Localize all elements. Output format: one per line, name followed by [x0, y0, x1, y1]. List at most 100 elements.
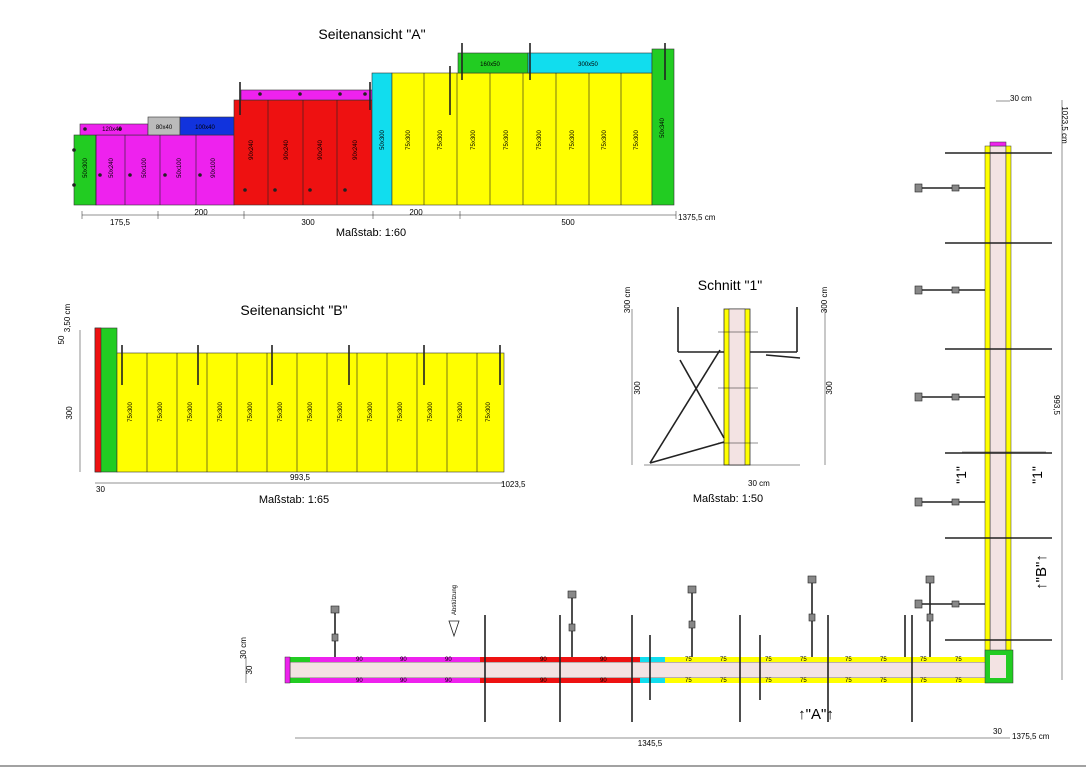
- whaler-rods-b: [121, 345, 501, 385]
- svg-text:90x240: 90x240: [318, 139, 324, 159]
- panel-red-b: [94, 327, 102, 473]
- svg-text:75: 75: [920, 678, 927, 684]
- dim-b-bottom-1: 30: [96, 485, 105, 494]
- svg-text:75: 75: [920, 657, 927, 663]
- svg-text:50x340: 50x340: [660, 117, 666, 137]
- plan-segment-labels: 90 90 90 90 90 75 75 75 75 75 75 75 75 90 90 90…: [356, 657, 962, 684]
- dim-a-5: 500: [561, 218, 575, 227]
- svg-text:75x300: 75x300: [428, 401, 434, 421]
- label-cyan-top: 300x50: [578, 62, 598, 68]
- label-grey: 80x40: [156, 125, 173, 131]
- svg-text:75x300: 75x300: [458, 401, 464, 421]
- wall-bottom-mag-top: [310, 657, 480, 662]
- dim-b-left-2: 3,50 cm: [63, 303, 72, 332]
- plan-dim-bottom-30: 30: [993, 727, 1002, 736]
- svg-text:75: 75: [720, 657, 727, 663]
- cut-marker-left: "1": [953, 466, 969, 484]
- section-dim-right: 300 cm: [820, 287, 829, 314]
- svg-text:75: 75: [720, 678, 727, 684]
- svg-text:90: 90: [356, 657, 363, 663]
- svg-text:75: 75: [685, 678, 692, 684]
- section-scale: Maßstab: 1:50: [693, 493, 763, 505]
- vertical-panel-labels: 50x300 50x240 50x100 50x100 90x100 90x24…: [83, 117, 666, 177]
- plan-dim-bottom-trunc: 1345,5: [638, 739, 663, 748]
- svg-text:90: 90: [400, 657, 407, 663]
- section-props: [649, 307, 801, 464]
- svg-text:75: 75: [765, 657, 772, 663]
- svg-text:75x300: 75x300: [158, 401, 164, 421]
- abstuetzung-marker: [448, 620, 460, 638]
- wall-right-cap: [989, 141, 1007, 147]
- svg-text:75: 75: [955, 678, 962, 684]
- svg-text:75: 75: [765, 678, 772, 684]
- svg-text:75: 75: [845, 678, 852, 684]
- svg-text:75x300: 75x300: [537, 129, 543, 149]
- bottom-prop-heads: [330, 575, 935, 642]
- panel-labels-b: 75x300 75x300 75x300 75x300 75x300 75x30…: [128, 401, 492, 421]
- panel-magenta: [95, 134, 235, 206]
- svg-text:90x240: 90x240: [249, 139, 255, 159]
- wall-bottom-cyan-top: [640, 657, 665, 662]
- svg-text:50x300: 50x300: [380, 129, 386, 149]
- dim-ticks: [81, 211, 677, 219]
- svg-text:75x300: 75x300: [438, 129, 444, 149]
- svg-text:75: 75: [800, 678, 807, 684]
- dim-b-left-1: 50: [57, 335, 66, 344]
- wall-bottom-cyan-bot: [640, 678, 665, 683]
- plan-dim-bottom-total: 1375,5 cm: [1012, 732, 1050, 741]
- wall-corner-core: [990, 655, 1006, 678]
- wall-bottom-yel-bot: [665, 678, 985, 683]
- svg-text:90x240: 90x240: [284, 139, 290, 159]
- section-dim-mid-right: 300: [825, 381, 834, 395]
- plan-dim-right-mid: 993,5: [1052, 395, 1061, 416]
- wall-bottom-green-l2: [285, 678, 310, 683]
- svg-text:75x300: 75x300: [368, 401, 374, 421]
- wall-bottom-green-l: [285, 657, 310, 662]
- cut-marker-right: "1": [1029, 466, 1045, 484]
- svg-text:75: 75: [800, 657, 807, 663]
- svg-text:90: 90: [600, 657, 607, 663]
- svg-text:50x240: 50x240: [109, 157, 115, 177]
- svg-text:75x300: 75x300: [308, 401, 314, 421]
- plan-dim-left-30cm: 30 cm: [239, 637, 248, 659]
- wall-bottom-mag-bot: [310, 678, 480, 683]
- wall-right-core: [989, 145, 1007, 663]
- svg-text:75x300: 75x300: [398, 401, 404, 421]
- svg-text:75x300: 75x300: [570, 129, 576, 149]
- wall-right-form-right: [1005, 145, 1012, 663]
- svg-text:75x300: 75x300: [218, 401, 224, 421]
- side-view-a-scale: Maßstab: 1:60: [336, 227, 406, 239]
- svg-text:90: 90: [445, 657, 452, 663]
- wall-left-end: [284, 656, 291, 684]
- svg-text:75x300: 75x300: [248, 401, 254, 421]
- tie-rods: [72, 92, 367, 192]
- svg-text:75: 75: [880, 657, 887, 663]
- right-prop-heads: [914, 183, 960, 609]
- section-1: Schnitt "1" 300 cm 300 cm 300 300 30 cm …: [623, 277, 834, 505]
- dim-a-3: 300: [301, 218, 315, 227]
- label-green-top: 160x50: [480, 62, 500, 68]
- dim-b-bottom-2: 993,5: [290, 473, 311, 482]
- svg-text:75x300: 75x300: [406, 129, 412, 149]
- panel-dividers: [95, 73, 622, 205]
- svg-text:90: 90: [356, 678, 363, 684]
- view-marker-b: ↑"B"↑: [1033, 554, 1050, 590]
- label-magenta-top: 120x40: [102, 127, 122, 133]
- svg-text:90: 90: [540, 678, 547, 684]
- svg-text:75x300: 75x300: [504, 129, 510, 149]
- section-dim-bottom: 30 cm: [748, 479, 770, 488]
- panel-dividers-b: [146, 353, 478, 472]
- side-view-b-title: Seitenansicht "B": [240, 302, 347, 318]
- plan-dim-right-top: 30 cm: [1010, 94, 1032, 103]
- side-view-b-scale: Maßstab: 1:65: [259, 494, 329, 506]
- abstuetzung-label: Abstützung: [452, 585, 458, 615]
- dim-a-4: 200: [409, 208, 423, 217]
- svg-text:90: 90: [400, 678, 407, 684]
- dim-b-bottom-3: 1023,5: [501, 480, 526, 489]
- svg-text:75x300: 75x300: [128, 401, 134, 421]
- side-view-a: Seitenansicht "A": [72, 26, 716, 239]
- svg-text:75: 75: [685, 657, 692, 663]
- svg-text:90: 90: [445, 678, 452, 684]
- column-core: [728, 308, 746, 466]
